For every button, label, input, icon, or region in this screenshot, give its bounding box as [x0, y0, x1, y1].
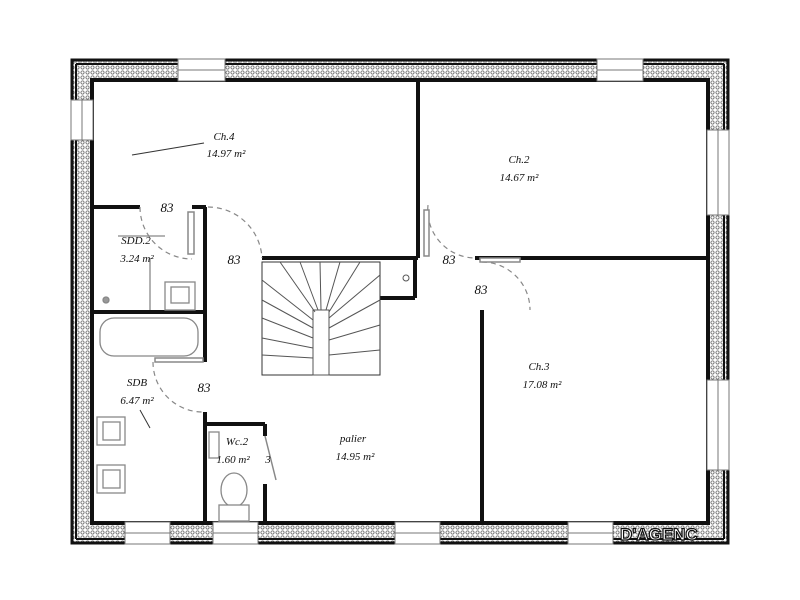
toilet — [220, 472, 248, 508]
room-area-sdb: 6.47 m² — [120, 395, 154, 407]
fixtures — [96, 142, 250, 522]
closet-fixture — [402, 274, 410, 282]
dim-sdd2-door: 83 — [161, 200, 175, 215]
room-labels: Ch.4 14.97 m² Ch.2 14.67 m² SDD.2 3.24 m… — [119, 131, 562, 466]
room-area-ch4: 14.97 m² — [207, 148, 246, 160]
dim-ch3-door: 83 — [475, 282, 489, 297]
room-name-sdd2: SDD.2 — [121, 235, 151, 247]
door-leaves — [154, 209, 521, 481]
door-dimensions: 83 83 83 83 83 — [161, 200, 489, 395]
room-name-ch4: Ch.4 — [213, 131, 235, 143]
watermark: D'AGENC — [620, 525, 698, 544]
room-name-ch3: Ch.3 — [528, 361, 550, 373]
room-area-ch3: 17.08 m² — [523, 379, 562, 391]
windows — [70, 58, 730, 545]
dim-ch4-door: 83 — [228, 252, 242, 267]
room-name-sdb: SDB — [127, 377, 147, 389]
dim-ch2-door: 83 — [443, 252, 457, 267]
room-area-sdd2: 3.24 m² — [119, 253, 154, 265]
room-name-ch2: Ch.2 — [508, 154, 530, 166]
room-area-ch2: 14.67 m² — [500, 172, 539, 184]
interior-walls — [92, 80, 708, 523]
staircase — [261, 261, 381, 376]
room-area-wc2: 1.60 m² — [216, 454, 250, 466]
room-name-wc2: Wc.2 — [226, 436, 249, 448]
wc-door-width: 3 — [264, 454, 271, 466]
dim-sdb-door: 83 — [198, 380, 212, 395]
room-area-palier: 14.95 m² — [336, 451, 375, 463]
bathtub — [99, 317, 199, 357]
room-name-palier: palier — [339, 433, 367, 445]
